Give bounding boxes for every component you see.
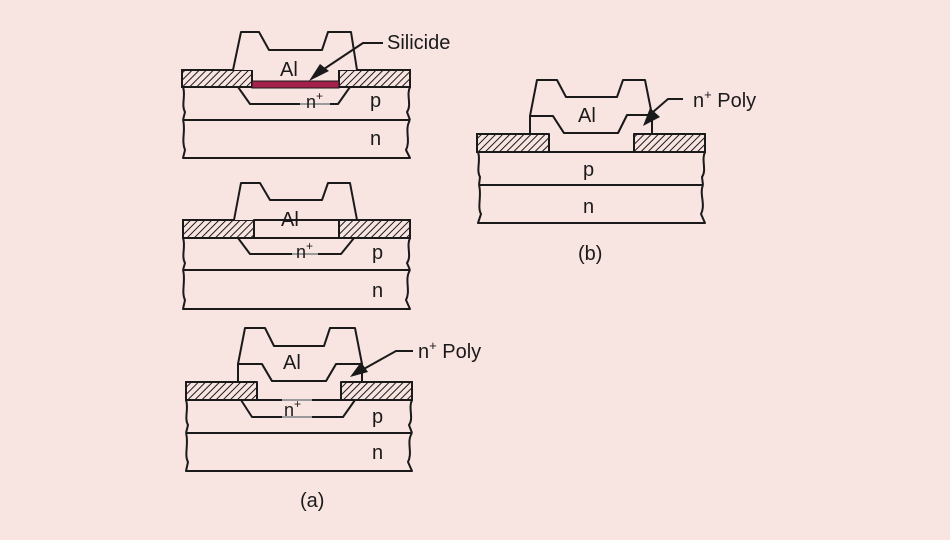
- p-well-label: p: [583, 159, 594, 181]
- aluminum-contact: [237, 327, 363, 382]
- substrate-n-layer: [185, 432, 413, 472]
- panel-a-silicide-contact: Silicide Al n+ p n: [181, 31, 450, 159]
- al-label: Al: [280, 59, 298, 81]
- p-well-layer: [477, 151, 706, 186]
- p-well-label: p: [372, 406, 383, 428]
- substrate-label: n: [583, 196, 594, 218]
- al-label: Al: [578, 105, 596, 127]
- n-plus-diffusion: [237, 237, 355, 255]
- oxide-right: [633, 133, 706, 153]
- oxide-left: [181, 69, 253, 88]
- oxide-left: [182, 219, 255, 239]
- silicide-callout-line: [317, 42, 383, 74]
- aluminum-contact: [529, 79, 653, 134]
- al-label: Al: [281, 209, 299, 231]
- silicide-layer: [251, 80, 340, 89]
- n-plus-label: n+: [284, 397, 301, 420]
- substrate-n-layer: [477, 184, 706, 224]
- substrate-label: n: [370, 128, 381, 150]
- poly-callout-line: [361, 350, 413, 371]
- panel-b-poly-contact: n+ Poly Al p n: [476, 79, 756, 224]
- n-plus-diffusion: [237, 86, 351, 105]
- substrate-n-layer: [182, 119, 411, 159]
- silicide-label: Silicide: [387, 32, 450, 54]
- panel-a-direct-contact: Al n+ p n: [182, 182, 411, 310]
- oxide-left: [476, 133, 550, 153]
- p-well-layer: [182, 86, 411, 121]
- p-well-label: p: [370, 90, 381, 112]
- substrate-label: n: [372, 280, 383, 302]
- panel-a-poly-contact: n+ Poly Al n+ p n: [185, 327, 481, 472]
- caption-b: (b): [578, 243, 602, 265]
- al-label: Al: [283, 352, 301, 374]
- oxide-left: [185, 381, 258, 401]
- oxide-right: [338, 69, 411, 88]
- oxide-right: [338, 219, 411, 239]
- caption-a: (a): [300, 490, 324, 512]
- silicide-arrow-head: [309, 64, 329, 81]
- n-plus-poly-label: n+ Poly: [693, 87, 756, 112]
- aluminum-contact: [232, 31, 358, 71]
- aluminum-contact: [233, 182, 358, 239]
- oxide-right: [340, 381, 413, 401]
- n-plus-label: n+: [306, 89, 323, 112]
- poly-callout-line: [652, 98, 683, 113]
- p-well-label: p: [372, 242, 383, 264]
- n-plus-label: n+: [296, 239, 313, 262]
- substrate-n-layer: [182, 269, 411, 310]
- n-plus-poly-label: n+ Poly: [418, 338, 481, 363]
- p-well-layer: [182, 237, 411, 271]
- poly-arrow-head: [643, 108, 660, 126]
- poly-arrow-head: [350, 362, 368, 377]
- substrate-label: n: [372, 442, 383, 464]
- p-well-layer: [185, 399, 413, 434]
- n-plus-diffusion: [240, 399, 356, 418]
